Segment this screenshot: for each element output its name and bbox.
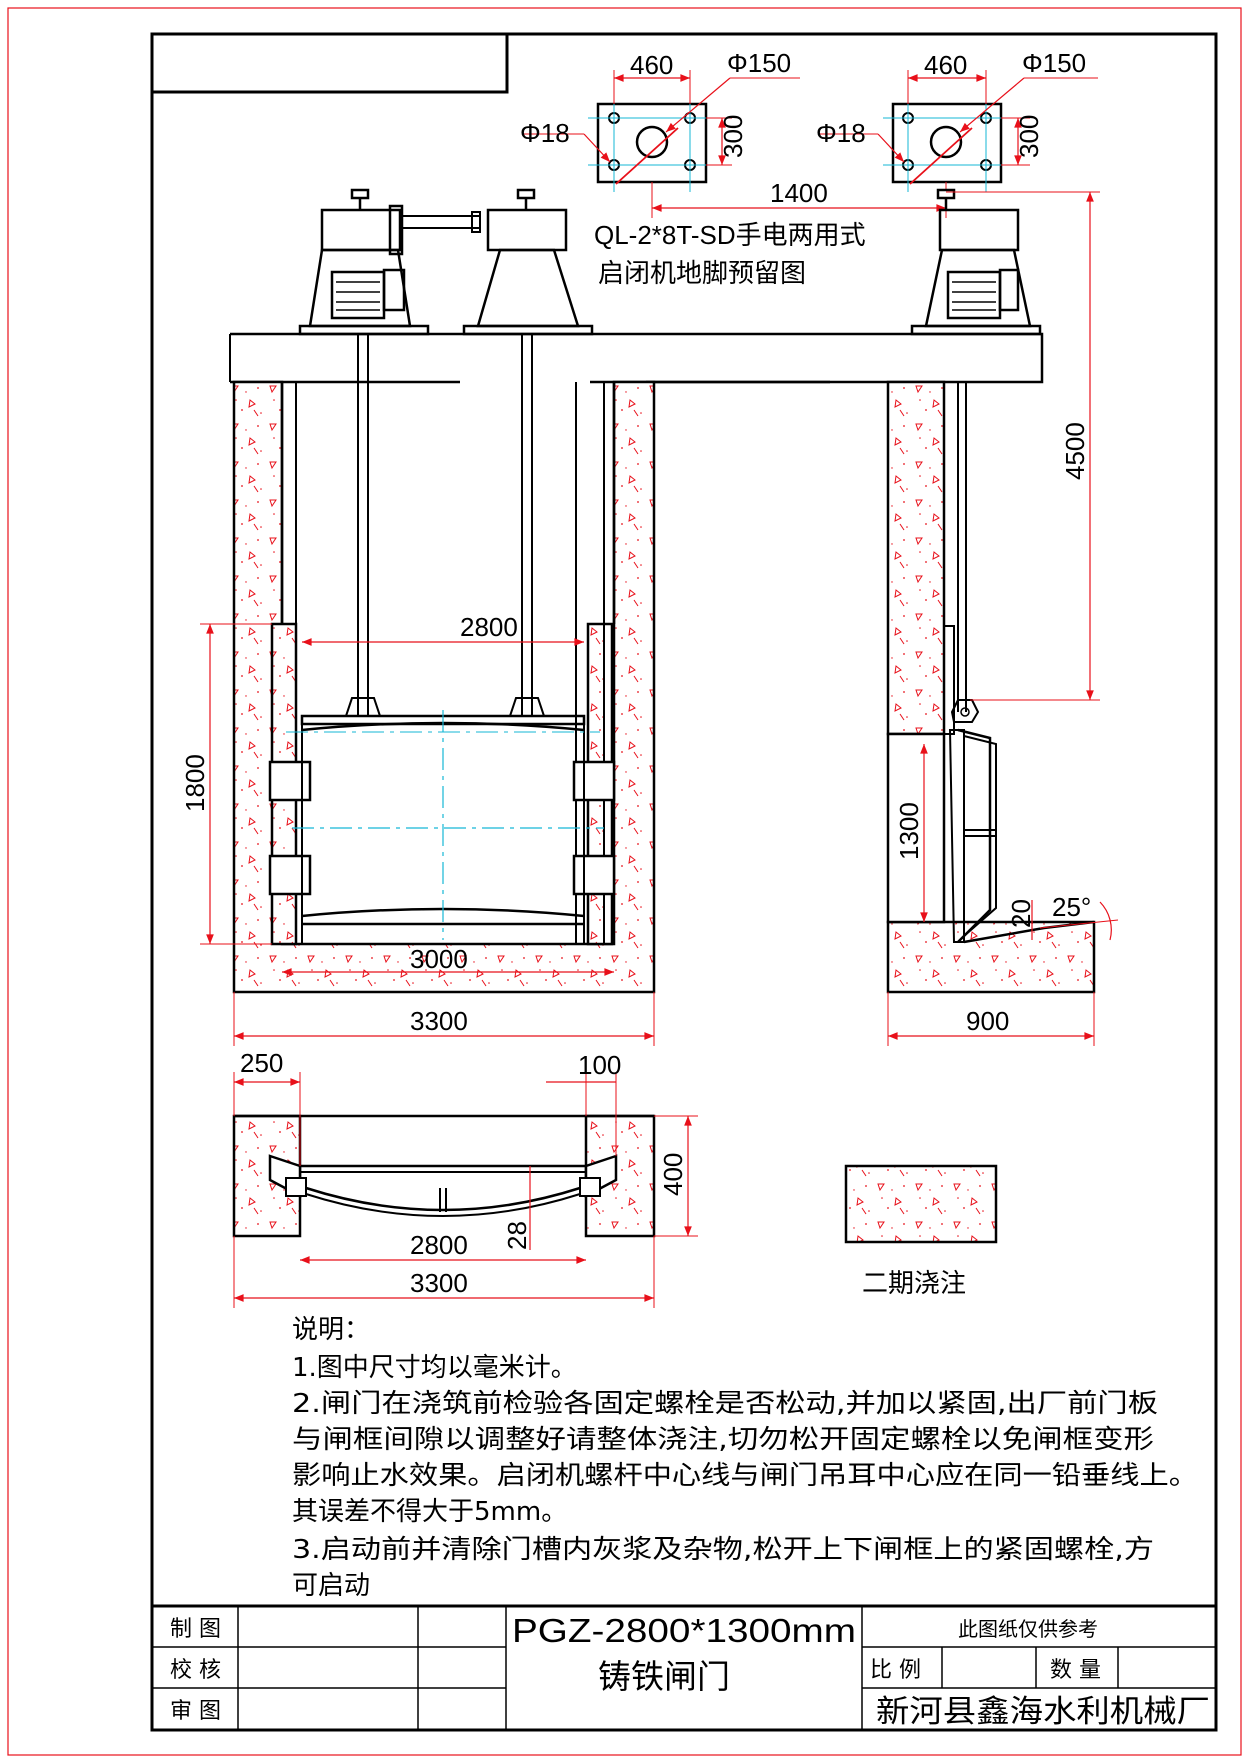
plan-bow-dim: 28 <box>502 1221 532 1250</box>
title-quantity-label: 数 量 <box>1050 1658 1101 1683</box>
anchor-plan-right <box>818 70 1098 192</box>
side-stem-height-dim: 4500 <box>1060 422 1090 480</box>
title-checked-label: 校 核 <box>170 1658 221 1683</box>
notes-heading: 说明： <box>292 1315 370 1345</box>
front-view <box>200 334 656 1046</box>
side-gate-height-dim: 1300 <box>894 802 924 860</box>
title-drawing-number: PGZ-2800*1300mm <box>512 1612 856 1649</box>
anchor-right-width-dim: 460 <box>924 50 967 80</box>
notes-line-6: 3.启动前并清除门槽内灰浆及杂物,松开上下闸框上的紧固螺栓,方 <box>292 1535 1154 1565</box>
front-inner-width-dim: 3000 <box>410 944 468 974</box>
corner-label-box <box>150 32 509 94</box>
anchor-spacing-dim: 1400 <box>770 178 828 208</box>
anchor-right-hole-small: Φ18 <box>816 118 866 148</box>
hoist-drive-shaft <box>401 211 481 233</box>
second-stage-concrete-swatch <box>844 1164 998 1244</box>
anchor-right-hole-large: Φ150 <box>1022 48 1086 78</box>
side-sill-section <box>886 920 1096 994</box>
hoist-model-line2: 启闭机地脚预留图 <box>598 258 806 288</box>
notes-line-7: 可启动 <box>292 1571 370 1601</box>
hoist-left-motor-unit <box>298 188 430 336</box>
side-concrete-section <box>886 380 946 736</box>
title-drawing-name: 铸铁闸门 <box>598 1657 730 1696</box>
notes-line-4: 影响止水效果。启闭机螺杆中心线与闸门吊耳中心应在同一铅垂线上。 <box>292 1461 1198 1491</box>
anchor-plan-left <box>522 70 800 192</box>
side-sill-dim: 20 <box>1006 899 1036 928</box>
title-reference-only: 此图纸仅供参考 <box>958 1617 1098 1641</box>
plan-outer-width-dim: 3300 <box>410 1268 468 1298</box>
side-angle-dim: 25° <box>1052 892 1091 922</box>
front-gate-width-dim: 2800 <box>460 612 518 642</box>
hoist-model-line1: QL-2*8T-SD手电两用式 <box>594 220 866 250</box>
hoist-right-motor-unit <box>910 188 1042 336</box>
title-reviewed-label: 审 图 <box>170 1699 221 1724</box>
title-block <box>152 1604 1216 1730</box>
anchor-right-height-dim: 300 <box>1014 115 1044 158</box>
notes-line-3: 与闸框间隙以调整好请整体浇注,切勿松开固定螺栓以免闸框变形 <box>292 1425 1154 1455</box>
anchor-left-width-dim: 460 <box>630 50 673 80</box>
hoist-middle-pedestal <box>462 188 594 336</box>
drawing-frame <box>150 32 1218 1732</box>
anchor-left-hole-small: Φ18 <box>520 118 570 148</box>
side-depth-dim: 900 <box>966 1006 1009 1036</box>
front-gate-height-dim: 1800 <box>180 754 210 812</box>
anchor-left-hole-large: Φ150 <box>727 48 791 78</box>
deck-slab <box>230 332 1044 384</box>
front-outer-width-dim: 3300 <box>410 1006 468 1036</box>
plan-gate-width-dim: 2800 <box>410 1230 468 1260</box>
plan-view <box>232 1072 698 1308</box>
title-drawn-label: 制 图 <box>170 1617 221 1642</box>
title-company: 新河县鑫海水利机械厂 <box>876 1694 1210 1730</box>
plan-depth-dim: 400 <box>658 1153 688 1196</box>
sheet-trim-border <box>7 7 1242 1756</box>
title-scale-label: 比 例 <box>870 1658 921 1683</box>
notes-line-1: 1.图中尺寸均以毫米计。 <box>292 1353 577 1383</box>
side-view <box>886 191 1119 1046</box>
plan-slot-dim: 100 <box>578 1050 621 1080</box>
anchor-left-height-dim: 300 <box>718 115 748 158</box>
second-stage-concrete-label: 二期浇注 <box>862 1268 966 1298</box>
plan-wall-dim: 250 <box>240 1048 283 1078</box>
notes-line-2: 2.闸门在浇筑前检验各固定螺栓是否松动,并加以紧固,出厂前门板 <box>292 1389 1158 1419</box>
notes-line-5: 其误差不得大于5mm。 <box>292 1497 567 1527</box>
